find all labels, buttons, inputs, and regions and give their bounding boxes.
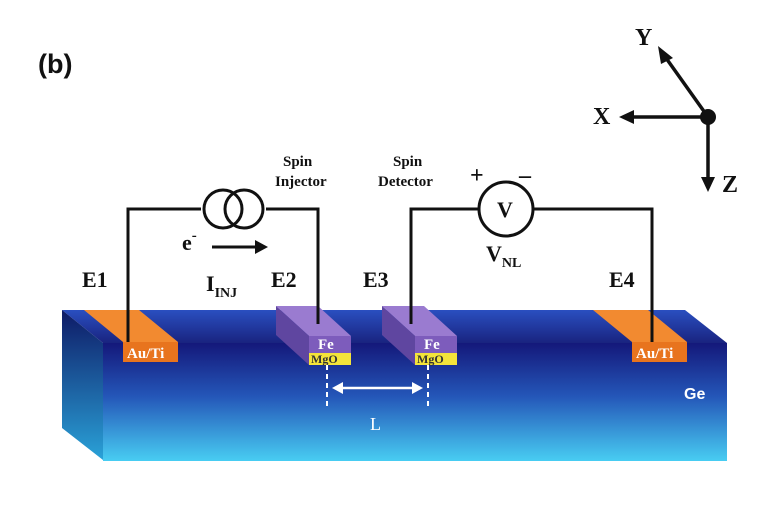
voltmeter-icon: V [477,180,535,238]
axis-x-arrowhead [619,110,634,124]
axis-z-label: Z [722,172,738,198]
e4-pad-front [632,342,687,362]
e2-fe-label: Fe [318,337,334,353]
substrate-label: Ge [684,386,705,403]
panel-label: (b) [38,49,72,79]
e4-pad-label: Au/Ti [636,346,673,362]
axis-z-arrowhead [701,177,715,192]
electrode-e1: Au/Ti [84,310,178,362]
electrode-e2: Fe MgO [276,306,351,366]
current-label-main: I [206,271,215,296]
voltage-label-main: V [486,241,502,266]
axis-y-arrowhead [658,46,673,64]
e3-fe-front [415,336,457,353]
e3-fe-label: Fe [424,337,440,353]
voltmeter-symbol: V [497,197,513,222]
substrate-side-face [62,310,103,460]
detection-wire-left [409,207,478,324]
e1-pad-label: Au/Ti [127,346,164,362]
electron-superscript: - [192,228,197,244]
electrode-e3: Fe MgO [382,306,457,366]
voltage-label-sub: NL [502,256,521,271]
e3-side [382,306,415,365]
e3-fe-top [382,306,457,336]
e2-fe-top [276,306,351,336]
e3-mgo-label: MgO [417,352,444,366]
electron-label: e- [182,228,197,255]
e2-fe-front [309,336,351,353]
axis-x-label: X [593,104,611,130]
current-source-icon [202,188,265,230]
injector-caption-line1: Spin [283,154,313,170]
detection-wire-right [534,207,654,342]
current-label-sub: INJ [215,286,238,301]
injection-wire-right [266,207,320,324]
voltmeter-minus: – [518,163,532,189]
voltmeter-plus: + [470,163,484,189]
separation-arrowhead-left [332,382,343,394]
axis-origin [700,109,716,125]
separation-arrowhead-right [412,382,423,394]
e1-label: E1 [82,267,108,292]
axes-indicator: Y X Z [593,25,738,198]
e2-mgo-label: MgO [311,352,338,366]
e3-label: E3 [363,267,389,292]
axis-y-label: Y [635,25,652,51]
voltage-label: VNL [486,241,521,271]
e2-label: E2 [271,267,297,292]
axis-y-arrow [664,56,710,119]
current-label: IINJ [206,271,237,301]
electron-flow-arrowhead [255,240,268,254]
e4-label: E4 [609,267,635,292]
detector-caption-line2: Detector [378,174,433,190]
injector-caption-line2: Injector [275,174,327,190]
detector-caption-line1: Spin [393,154,423,170]
electron-symbol: e [182,230,192,255]
e3-mgo-layer [415,353,457,365]
separation-indicator: L [326,365,429,434]
e2-side [276,306,309,365]
injection-wire [126,207,201,342]
electrode-e4: Au/Ti [593,310,687,362]
e1-pad-top [84,310,178,342]
separation-label: L [370,414,381,434]
e1-pad-front [123,342,178,362]
e4-pad-top [593,310,687,342]
e2-mgo-layer [309,353,351,365]
